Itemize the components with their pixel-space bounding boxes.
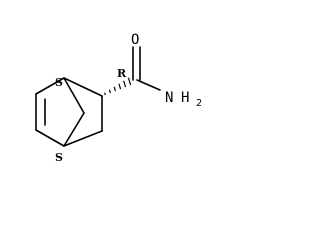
bond-c1-c6 [63, 77, 103, 97]
nitrogen-label: N [165, 90, 173, 106]
stereo-label-r: R [117, 67, 127, 80]
bridge-bond-bottom [63, 112, 85, 147]
ring-bonds [35, 77, 103, 147]
bond-c5-c4 [63, 130, 103, 147]
c-n-bond [136, 79, 161, 91]
amide-bonds [132, 46, 161, 91]
molecule-diagram: O N H 2 S R S [35, 32, 202, 164]
bond-c3-c4 [35, 129, 65, 147]
stereo-label-top: S [55, 76, 63, 89]
hydrogen-label: H [181, 90, 189, 106]
bond-c1-c2 [35, 77, 65, 95]
stereo-label-bottom: S [55, 151, 63, 164]
bridge-bond-top [63, 77, 85, 114]
hydrogen-count: 2 [196, 98, 202, 109]
oxygen-label: O [131, 32, 139, 48]
hashed-wedge-bond [104, 77, 132, 96]
